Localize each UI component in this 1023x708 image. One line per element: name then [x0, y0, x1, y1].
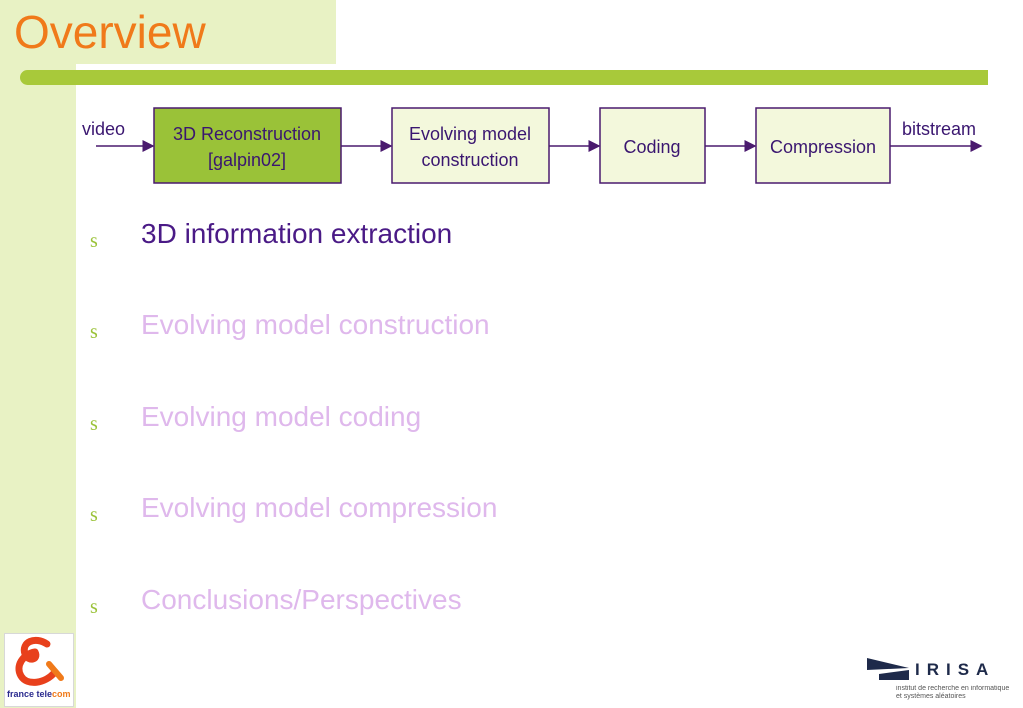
bullet-marker: s — [90, 230, 98, 252]
box-3d-reconstruction — [153, 107, 342, 184]
list-item: s Evolving model compression — [90, 492, 690, 542]
ampersand-logo-icon — [15, 636, 64, 686]
irisa-flag-icon — [867, 658, 909, 680]
content-panel — [76, 85, 1023, 708]
list-item: s Evolving model construction — [90, 309, 690, 359]
bullet-text: Conclusions/Perspectives — [141, 584, 462, 615]
title-rule — [20, 70, 988, 85]
bullet-marker: s — [90, 321, 98, 343]
slide-title: Overview — [14, 6, 206, 58]
box-evolving-model-line1: Evolving model — [409, 124, 531, 144]
box-evolving-model — [391, 107, 550, 184]
list-item: s 3D information extraction — [90, 218, 690, 268]
box-coding-label: Coding — [623, 137, 680, 157]
france-telecom-logo: france telecom — [4, 633, 74, 707]
pipeline-diagram: video 3D Reconstruction [galpin02] Evolv… — [82, 107, 983, 184]
france-telecom-wordmark: france telecom — [7, 689, 71, 699]
output-label: bitstream — [902, 119, 976, 139]
box-3d-reconstruction-line1: 3D Reconstruction — [173, 124, 321, 144]
box-evolving-model-line2: construction — [421, 150, 518, 170]
list-item: s Evolving model coding — [90, 401, 690, 451]
bullet-text: Evolving model construction — [141, 309, 490, 340]
irisa-wordmark: IRISA — [915, 660, 996, 679]
bullet-marker: s — [90, 596, 98, 618]
bullet-marker: s — [90, 413, 98, 435]
bullet-marker: s — [90, 504, 98, 526]
bullet-text: Evolving model coding — [141, 401, 422, 432]
box-3d-reconstruction-line2: [galpin02] — [208, 150, 286, 170]
input-label: video — [82, 119, 125, 139]
title-background — [0, 0, 336, 64]
bullet-text: Evolving model compression — [141, 492, 498, 523]
bullet-text: 3D information extraction — [141, 218, 453, 249]
left-band — [0, 0, 76, 708]
irisa-logo: IRISA institut de recherche en informati… — [865, 654, 1023, 708]
box-compression-label: Compression — [770, 137, 876, 157]
list-item: s Conclusions/Perspectives — [90, 584, 690, 634]
box-compression — [755, 107, 891, 184]
irisa-subtitle: institut de recherche en informatique et… — [896, 685, 1010, 700]
